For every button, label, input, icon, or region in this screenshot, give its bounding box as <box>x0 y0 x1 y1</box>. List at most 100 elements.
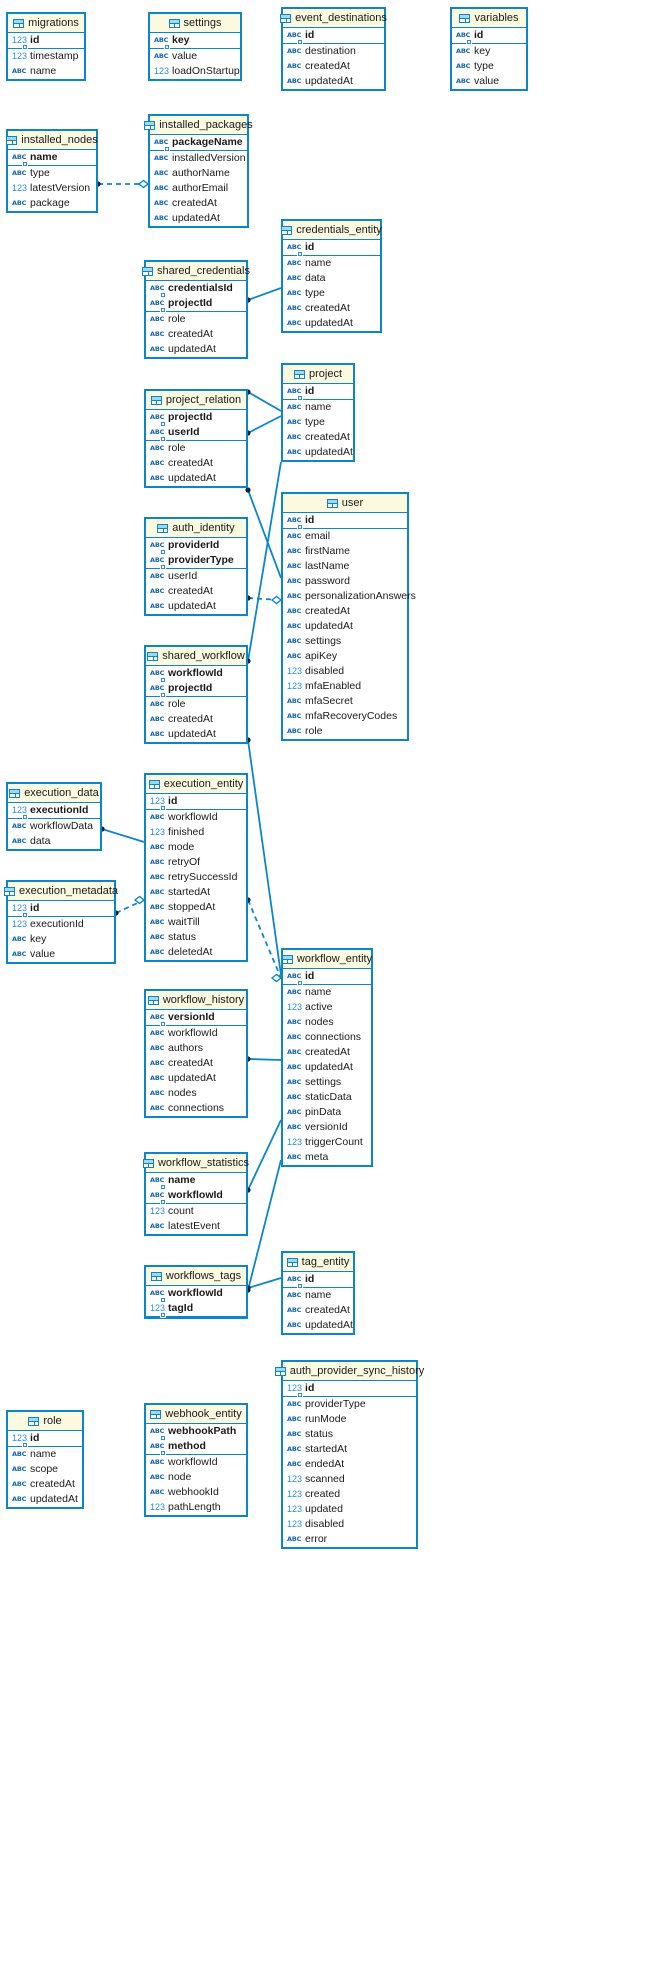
entity-header[interactable]: webhook_entity <box>146 1405 246 1424</box>
entity-header[interactable]: auth_provider_sync_history <box>274 1362 424 1381</box>
entity-header[interactable]: installed_packages <box>144 116 253 135</box>
entity-header[interactable]: execution_metadata <box>3 882 118 901</box>
entity-header[interactable]: execution_entity <box>146 775 246 794</box>
entity-header[interactable]: shared_credentials <box>142 262 250 281</box>
entity-header[interactable]: project_relation <box>146 391 246 410</box>
entity-header[interactable]: settings <box>150 14 240 33</box>
entity-header[interactable]: workflow_entity <box>281 950 372 969</box>
